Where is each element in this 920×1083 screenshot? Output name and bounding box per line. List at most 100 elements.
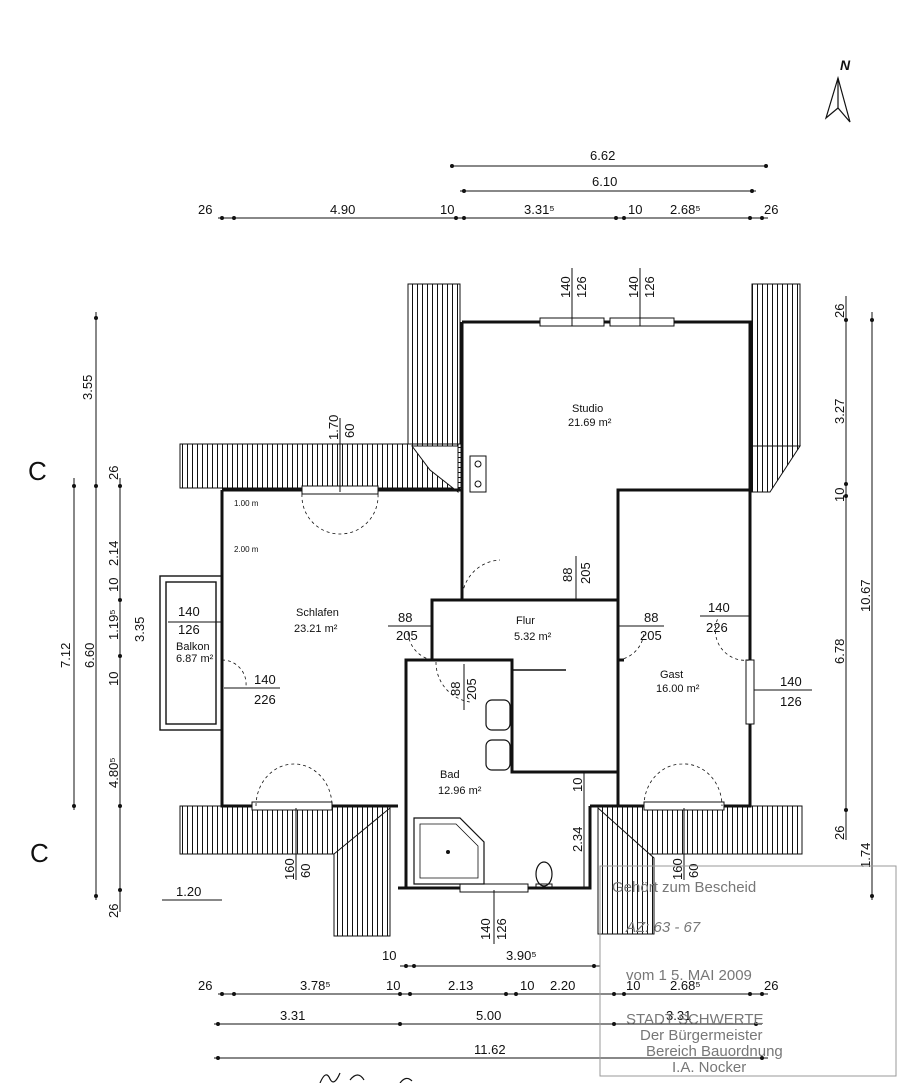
dim-left: 1.20 <box>176 884 201 899</box>
dim-bottom: 26 <box>764 978 778 993</box>
toilet-icon <box>535 861 553 887</box>
dim-left: 10 <box>106 672 121 686</box>
dim-left: 1.19⁵ <box>106 609 121 640</box>
height-100: 1.00 m <box>234 499 259 508</box>
opening-label: 126 <box>780 694 802 709</box>
dim-left: 26 <box>106 466 121 480</box>
dim-left: 6.60 <box>82 643 97 668</box>
dim-bottom: 2.68⁵ <box>670 978 701 993</box>
bottom-dimensions: 10 3.90⁵ 26 3.78⁵ 10 2.13 10 2.20 10 2.6… <box>198 948 778 1060</box>
dim-top-seg: 26 <box>198 202 212 217</box>
dim-left: 3.55 <box>80 375 95 400</box>
top-dimensions: 6.62 6.10 26 4.90 10 3.31⁵ 10 2.68⁵ 26 <box>198 148 778 220</box>
room-gast-name: Gast <box>660 669 683 681</box>
section-mark-top: C <box>28 456 47 486</box>
height-200: 2.00 m <box>234 545 259 554</box>
opening-label: 226 <box>254 692 276 707</box>
opening-label: 60 <box>342 424 357 438</box>
opening-label: 126 <box>642 276 657 298</box>
opening-label: 140 <box>254 672 276 687</box>
opening-label: 205 <box>396 628 418 643</box>
opening-label: 140 <box>178 604 200 619</box>
dim-bottom: 2.13 <box>448 978 473 993</box>
room-flur-area: 5.32 m² <box>514 631 552 643</box>
opening-label: 140 <box>478 918 493 940</box>
opening-label: 88 <box>448 682 463 696</box>
opening-labels: 140 126 140 126 1.70 60 140 126 140 226 … <box>168 268 812 944</box>
washbasin-icon <box>485 699 511 731</box>
dim-top-inner: 6.10 <box>592 174 617 189</box>
opening-label: 140 <box>708 600 730 615</box>
room-flur-name: Flur <box>516 615 535 627</box>
opening-label: 88 <box>560 568 575 582</box>
right-dimensions: 26 3.27 10 10.67 6.78 26 1.74 <box>832 296 874 900</box>
dim-top-seg: 26 <box>764 202 778 217</box>
dim-bottom: 26 <box>198 978 212 993</box>
dim-right: 26 <box>832 826 847 840</box>
bathroom-fixtures <box>413 699 553 889</box>
opening-label: 60 <box>298 864 313 878</box>
opening-label: 140 <box>626 276 641 298</box>
signature-scribble <box>319 1072 413 1083</box>
stamp-line: vom 1 5. MAI 2009 <box>626 967 752 984</box>
dim-bottom: 10 <box>626 978 640 993</box>
stamp-line: Gehört zum Bescheid <box>612 879 756 896</box>
dim-left: 7.12 <box>58 643 73 668</box>
washbasin-icon <box>485 739 511 771</box>
opening-label: 160 <box>282 858 297 880</box>
dim-left: 2.14 <box>106 541 121 566</box>
dim-right: 1.74 <box>858 843 873 868</box>
opening-label: 126 <box>494 918 509 940</box>
dim-bottom: 2.20 <box>550 978 575 993</box>
roof-hatching <box>179 283 803 937</box>
dim-top-seg: 4.90 <box>330 202 355 217</box>
opening-label: 1.70 <box>326 415 341 440</box>
dim-right: 26 <box>832 304 847 318</box>
dim-bottom: 10 <box>382 948 396 963</box>
dim-top-seg: 3.31⁵ <box>524 202 555 217</box>
room-balkon-area: 6.87 m² <box>176 653 214 665</box>
dim-bottom: 5.00 <box>476 1008 501 1023</box>
opening-label: 126 <box>178 622 200 637</box>
dim-top-seg: 2.68⁵ <box>670 202 701 217</box>
dim-right: 10.67 <box>858 579 873 612</box>
opening-label: 10 <box>570 778 585 792</box>
room-studio-name: Studio <box>572 403 603 415</box>
dim-top-overall: 6.62 <box>590 148 615 163</box>
dim-left: 3.35 <box>132 617 147 642</box>
dim-left: 26 <box>106 904 121 918</box>
dim-right: 10 <box>832 488 847 502</box>
opening-label: 205 <box>640 628 662 643</box>
opening-label: 2.34 <box>570 827 585 852</box>
dim-bottom: 3.31 <box>666 1008 691 1023</box>
stamp-line: I.A. Nocker <box>672 1059 746 1076</box>
shower-icon <box>413 817 485 885</box>
room-labels: Studio 21.69 m² Schlafen 23.21 m² Flur 5… <box>176 403 700 797</box>
stamp-line: Der Bürgermeister <box>640 1027 763 1044</box>
dim-top-seg: 10 <box>440 202 454 217</box>
opening-label: 126 <box>574 276 589 298</box>
opening-label: 226 <box>706 620 728 635</box>
dim-bottom-overall: 11.62 <box>474 1042 506 1057</box>
opening-label: 160 <box>670 858 685 880</box>
dim-bottom: 3.78⁵ <box>300 978 331 993</box>
room-schlafen-name: Schlafen <box>296 607 339 619</box>
dim-bottom: 3.31 <box>280 1008 305 1023</box>
room-bad-area: 12.96 m² <box>438 785 482 797</box>
dim-right: 6.78 <box>832 639 847 664</box>
stamp-line: Bereich Bauordnung <box>646 1043 783 1060</box>
room-studio-area: 21.69 m² <box>568 417 612 429</box>
dim-left: 10 <box>106 578 121 592</box>
room-balkon-name: Balkon <box>176 641 210 653</box>
dim-bottom: 3.90⁵ <box>506 948 537 963</box>
room-bad-name: Bad <box>440 769 460 781</box>
room-gast-area: 16.00 m² <box>656 683 700 695</box>
dim-bottom: 10 <box>386 978 400 993</box>
dim-top-seg: 10 <box>628 202 642 217</box>
opening-label: 205 <box>464 678 479 700</box>
opening-label: 205 <box>578 562 593 584</box>
opening-label: 60 <box>686 864 701 878</box>
stamp-line: STADT SCHWERTE <box>626 1011 764 1028</box>
section-mark-bottom: C <box>30 838 49 868</box>
